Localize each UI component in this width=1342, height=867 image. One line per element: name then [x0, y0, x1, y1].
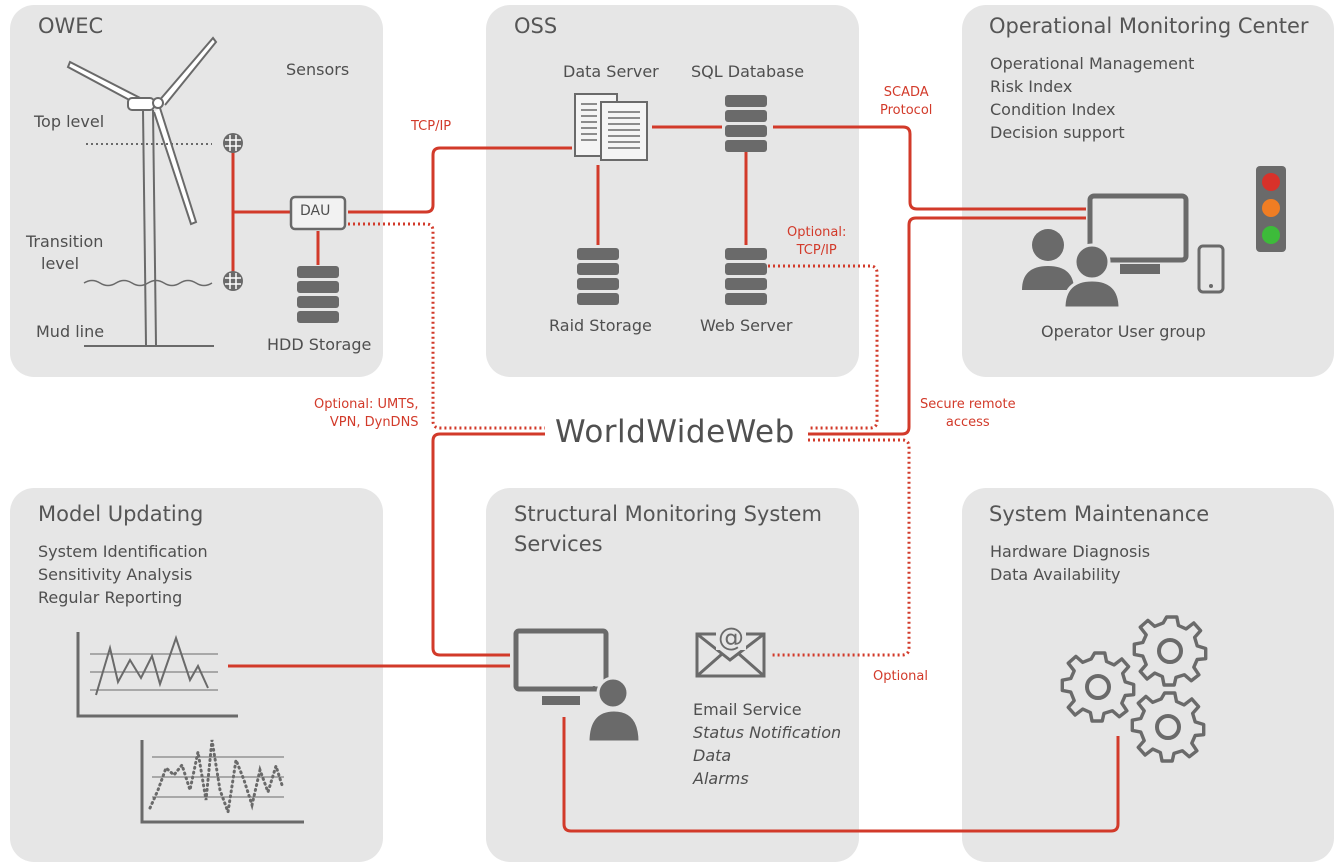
secure-remote-label: Secure remote access — [920, 396, 1016, 432]
sms-title-line2: Services — [514, 532, 603, 556]
model-updating-list: System Identification Sensitivity Analys… — [38, 540, 208, 609]
optional-email-label: Optional — [873, 669, 928, 684]
scada-line1: SCADA — [883, 85, 929, 100]
world-wide-web-label: WorldWideWeb — [555, 414, 795, 450]
email-item: Status Notification — [693, 723, 842, 742]
operator-monitor-icon — [1087, 193, 1189, 274]
model-updating-panel — [10, 488, 383, 862]
optional-email-link — [772, 438, 911, 657]
phone-icon — [1197, 244, 1225, 294]
dotted-links — [348, 222, 911, 657]
maintenance-title: System Maintenance — [989, 502, 1210, 526]
omc-list: Operational Management Risk Index Condit… — [990, 52, 1194, 144]
optional-umts-label: Optional: UMTS, VPN, DynDNS — [314, 396, 419, 432]
sms-monitor-icon — [513, 628, 609, 705]
sql-database-label: SQL Database — [691, 62, 805, 81]
owec-title: OWEC — [38, 14, 104, 38]
scada-link — [773, 125, 1086, 211]
maintenance-item: Data Availability — [990, 565, 1121, 584]
oss-panel — [486, 5, 859, 377]
email-service-label: Email Service — [693, 700, 802, 719]
model-item: System Identification — [38, 542, 208, 561]
maintenance-item: Hardware Diagnosis — [990, 542, 1151, 561]
water-line — [83, 279, 213, 287]
transition-label-line2: level — [41, 254, 80, 273]
oss-title: OSS — [514, 14, 558, 38]
dau-box — [289, 195, 347, 231]
maintenance-list: Hardware Diagnosis Data Availability — [990, 540, 1150, 586]
raid-storage-label: Raid Storage — [549, 316, 652, 335]
model-updating-title: Model Updating — [38, 502, 204, 526]
model-item: Regular Reporting — [38, 588, 183, 607]
mud-line-label: Mud line — [36, 322, 105, 341]
sql-database-icon — [725, 95, 767, 152]
omc-item: Risk Index — [990, 77, 1073, 96]
sms-to-maintenance-link — [562, 717, 1120, 833]
sms-user-icon — [586, 676, 642, 744]
top-level-label: Top level — [34, 112, 105, 131]
scada-line2: Protocol — [880, 103, 933, 118]
sms-panel — [486, 488, 859, 862]
omc-item: Condition Index — [990, 100, 1116, 119]
omc-item: Operational Management — [990, 54, 1195, 73]
optional-umts-line1: Optional: UMTS, — [314, 397, 419, 412]
secure-remote-line1: Secure remote — [920, 397, 1016, 412]
hdd-storage-icon — [297, 266, 339, 323]
secure-access-link — [808, 216, 1086, 436]
omc-item: Decision support — [990, 123, 1125, 142]
sensor-icon — [223, 271, 243, 291]
gears-icon — [1060, 615, 1208, 763]
traffic-light-icon — [1256, 166, 1286, 252]
web-server-icon — [725, 248, 767, 305]
line-chart-icon — [76, 632, 238, 718]
svg-text:@: @ — [718, 623, 744, 653]
data-server-icon — [574, 93, 648, 161]
data-server-label: Data Server — [563, 62, 659, 81]
www-to-sms-link — [431, 432, 545, 657]
tcp-ip-link — [348, 146, 572, 214]
wind-turbine-icon — [66, 36, 218, 346]
raid-storage-icon — [577, 248, 619, 305]
operator-group-label: Operator User group — [1041, 322, 1206, 341]
scada-label: SCADA Protocol — [880, 84, 932, 120]
tcp-ip-label: TCP/IP — [411, 119, 452, 134]
optional-tcp-line1: Optional: — [787, 225, 847, 240]
email-service-list: Email Service Status Notification Data A… — [693, 698, 841, 790]
web-server-label: Web Server — [700, 316, 793, 335]
email-icon: @ — [695, 620, 766, 678]
transition-label-line1: Transition — [26, 232, 104, 251]
maintenance-panel — [962, 488, 1334, 862]
optional-tcp-link — [768, 264, 879, 430]
sms-title-line1: Structural Monitoring System — [514, 502, 822, 526]
secure-remote-line2: access — [945, 415, 990, 430]
optional-umts-link — [348, 222, 545, 430]
hdd-storage-label: HDD Storage — [267, 335, 372, 354]
omc-title: Operational Monitoring Center — [989, 14, 1309, 38]
optional-tcp-line2: TCP/IP — [796, 243, 837, 258]
dau-label: DAU — [300, 203, 331, 219]
optional-tcp-label: Optional: TCP/IP — [787, 224, 846, 260]
sensor-icon — [223, 133, 243, 153]
solid-links — [228, 125, 1120, 833]
optional-umts-line2: VPN, DynDNS — [329, 415, 419, 430]
email-item: Alarms — [693, 769, 749, 788]
email-item: Data — [693, 746, 732, 765]
model-item: Sensitivity Analysis — [38, 565, 193, 584]
users-icon — [1022, 229, 1122, 310]
scatter-chart-icon — [140, 739, 304, 824]
sensors-label: Sensors — [286, 60, 350, 79]
